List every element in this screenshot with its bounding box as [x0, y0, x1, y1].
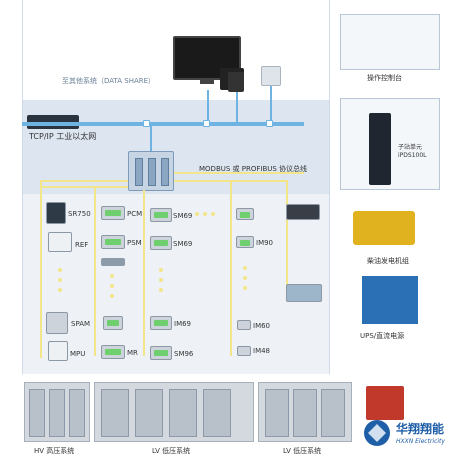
link-line: [236, 92, 238, 124]
bus-line: [143, 190, 145, 356]
plc-device: [286, 204, 320, 220]
continuation-dot: [211, 212, 215, 216]
gateway-slot: [148, 158, 156, 186]
bus-line: [40, 180, 128, 182]
lv-label-2: LV 低压系统: [283, 447, 322, 455]
gateway-slot: [135, 158, 143, 186]
im69-label: IM69: [174, 320, 192, 328]
plc-device: [286, 284, 322, 302]
relay-device: [48, 232, 72, 252]
bus-line: [230, 180, 232, 356]
bus-line: [94, 186, 96, 356]
mpu-label: MPU: [70, 350, 86, 358]
bus-line: [286, 180, 288, 296]
substation-label-1: 子站单元: [398, 144, 423, 151]
spam-label: SPAM: [71, 320, 91, 328]
im60-label: IM60: [253, 322, 271, 330]
continuation-dot: [159, 288, 163, 292]
sm69-label: SM69: [173, 240, 193, 248]
ups-label: UPS/直流电源: [360, 332, 405, 340]
hv-label: HV 高压系统: [34, 447, 75, 455]
psm-label: PSM: [127, 239, 142, 247]
bus-line: [174, 172, 304, 174]
continuation-dot: [58, 278, 62, 282]
generator-label: 柴油发电机组: [367, 257, 409, 265]
continuation-dot: [243, 276, 247, 280]
meter-device: [150, 346, 172, 360]
bus-line: [40, 186, 128, 188]
company-logo: 华翔翔能 HXXN Electricity: [362, 412, 458, 458]
continuation-dot: [110, 284, 114, 288]
link-line: [270, 86, 272, 124]
pc-tower-icon: [228, 72, 244, 92]
modbus-label: MODBUS 或 PROFIBUS 协议总线: [199, 165, 308, 173]
meter-device: [101, 235, 125, 249]
tcpip-label: TCP/IP 工业以太网: [29, 132, 97, 141]
bus-node: [266, 120, 273, 127]
relay-device: [46, 202, 66, 224]
sm69-label: SM69: [173, 212, 193, 220]
hv-photo: [24, 382, 90, 442]
continuation-dot: [110, 274, 114, 278]
bus-node: [203, 120, 210, 127]
ethernet-bus: [22, 122, 304, 126]
meter-device: [150, 316, 172, 330]
bus-node: [143, 120, 150, 127]
link-line: [150, 126, 152, 152]
meter-device: [103, 316, 123, 330]
meter-device: [237, 346, 251, 356]
continuation-dot: [243, 286, 247, 290]
im90-label: IM90: [256, 239, 274, 247]
sr750-label: SR750: [68, 210, 91, 218]
sm96-label: SM96: [174, 350, 194, 358]
lv-photo-2: [258, 382, 352, 442]
relay-device: [48, 341, 68, 361]
gateway-slot: [161, 158, 169, 186]
console-label: 操作控制台: [367, 74, 402, 82]
continuation-dot: [58, 288, 62, 292]
meter-device: [150, 236, 172, 250]
substation-label-2: iPDS100L: [398, 152, 427, 159]
pcm-label: PCM: [127, 210, 143, 218]
continuation-dot: [243, 266, 247, 270]
printer-icon: [261, 66, 281, 86]
meter-device: [101, 345, 125, 359]
monitor-stand: [200, 80, 214, 84]
console-image: [340, 14, 440, 70]
continuation-dot: [159, 278, 163, 282]
continuation-dot: [58, 268, 62, 272]
panel-strip: [101, 258, 125, 266]
meter-device: [237, 320, 251, 330]
continuation-dot: [159, 268, 163, 272]
relay-device: [46, 312, 68, 334]
logo-cn: 华翔翔能: [396, 422, 445, 436]
ref-label: REF: [75, 241, 89, 249]
lv-photo-1: [94, 382, 254, 442]
continuation-dot: [195, 212, 199, 216]
meter-device: [236, 236, 254, 248]
field-zone: [22, 194, 330, 374]
link-line: [207, 90, 209, 124]
logo-en: HXXN Electricity: [396, 438, 445, 445]
gateway-rack: [128, 151, 174, 191]
meter-device: [101, 206, 125, 220]
generator-image: [345, 205, 425, 249]
im48-label: IM48: [253, 347, 271, 355]
continuation-dot: [203, 212, 207, 216]
logo-icon: [364, 420, 390, 446]
data-share-label: 至其他系统（DATA SHARE）: [62, 77, 156, 85]
continuation-dot: [110, 294, 114, 298]
ups-image: [362, 276, 418, 324]
substation-image: [340, 98, 440, 190]
bus-line: [40, 180, 42, 358]
lv-label-1: LV 低压系统: [152, 447, 191, 455]
meter-device: [150, 208, 172, 222]
mr-label: MR: [127, 349, 138, 357]
meter-device: [236, 208, 254, 220]
